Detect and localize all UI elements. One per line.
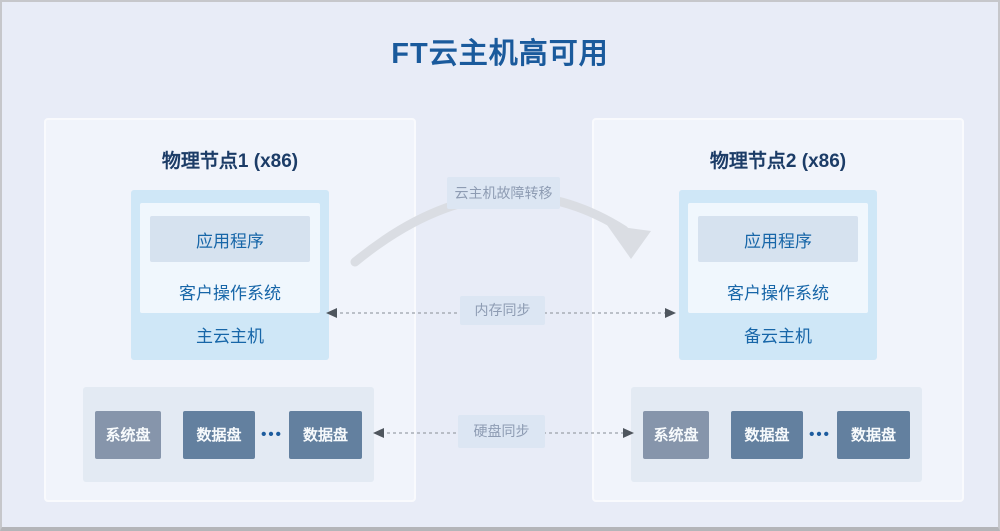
data-disk: 数据盘 (183, 410, 255, 459)
data-disk: 数据盘 (289, 410, 362, 459)
node-1-title: 物理节点1 (x86) (161, 151, 299, 172)
backup-vm-box: 应用程序 客户操作系统 备云主机 (679, 190, 877, 360)
backup-vm-label: 备云主机 (744, 327, 812, 346)
guest-os-box: 应用程序 客户操作系统 (140, 203, 320, 313)
application-box: 应用程序 (698, 216, 858, 262)
physical-node-2-panel: 物理节点2 (x86) 应用程序 客户操作系统 备云主机 系统盘 数据盘 •••… (592, 118, 964, 502)
diagram-title: FT云主机高可用 (391, 38, 609, 70)
data-disk: 数据盘 (731, 410, 803, 459)
system-disk: 系统盘 (643, 410, 709, 459)
primary-vm-box: 应用程序 客户操作系统 主云主机 (131, 190, 329, 360)
guest-os-box: 应用程序 客户操作系统 (688, 203, 868, 313)
physical-node-1-panel: 物理节点1 (x86) 应用程序 客户操作系统 主云主机 系统盘 数据盘 •••… (44, 118, 416, 502)
failover-label: 云主机故障转移 (447, 177, 560, 209)
guest-os-label: 客户操作系统 (727, 284, 829, 303)
disk-group: 系统盘 数据盘 ••• 数据盘 (83, 387, 374, 482)
ellipsis-icon: ••• (261, 425, 283, 443)
application-box: 应用程序 (150, 216, 310, 262)
application-label: 应用程序 (744, 231, 812, 251)
disk-group: 系统盘 数据盘 ••• 数据盘 (631, 387, 922, 482)
data-disk: 数据盘 (837, 410, 910, 459)
primary-vm-label: 主云主机 (196, 327, 264, 346)
guest-os-label: 客户操作系统 (179, 284, 281, 303)
system-disk: 系统盘 (95, 410, 161, 459)
node-2-title: 物理节点2 (x86) (709, 151, 847, 172)
disk-sync-label: 硬盘同步 (458, 415, 545, 448)
memory-sync-label: 内存同步 (460, 296, 545, 325)
ellipsis-icon: ••• (809, 425, 831, 443)
application-label: 应用程序 (196, 231, 264, 251)
